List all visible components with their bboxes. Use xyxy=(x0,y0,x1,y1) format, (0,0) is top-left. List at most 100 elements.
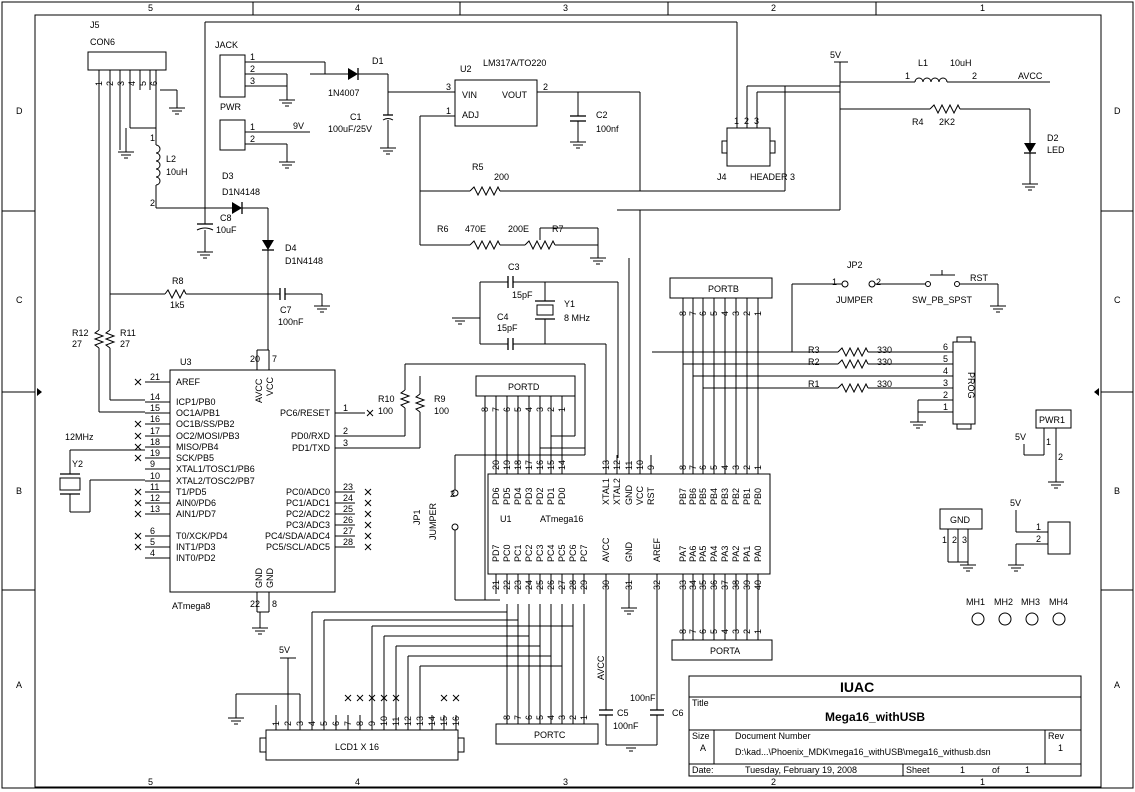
j5-value: CON6 xyxy=(90,37,115,47)
pin-num: 14 xyxy=(557,460,567,470)
pin-label: 10 xyxy=(150,471,160,481)
pin-name: PC4 xyxy=(546,544,556,562)
pin-label: PC2/ADC2 xyxy=(286,509,330,519)
c3-ref: C3 xyxy=(508,262,520,272)
pin-name: PA6 xyxy=(688,546,698,562)
wire xyxy=(366,409,374,417)
r3-ref: R3 xyxy=(808,345,820,355)
pin-num: 2 xyxy=(742,629,752,634)
wire xyxy=(356,694,364,702)
col-label: 5 xyxy=(148,3,153,13)
pin-num: 37 xyxy=(720,580,730,590)
pwr1-label: PWR1 xyxy=(1039,415,1065,425)
jp1-ref: JP1 xyxy=(412,509,422,525)
d4-ref: D4 xyxy=(285,243,297,253)
pin-num: 3 xyxy=(557,715,567,720)
mh1-label: MH1 xyxy=(966,597,985,607)
r5-value: 200 xyxy=(494,172,509,182)
r2-value: 330 xyxy=(877,357,892,367)
u1-ref: U1 xyxy=(500,514,512,524)
pin-num: 7 xyxy=(688,629,698,634)
drawing-title: Mega16_withUSB xyxy=(825,710,925,724)
pin-name: PA4 xyxy=(709,546,719,562)
portd-header xyxy=(475,375,576,397)
y2-ref: Y2 xyxy=(72,459,83,469)
svg-text:2: 2 xyxy=(972,71,977,81)
svg-text:1: 1 xyxy=(832,277,837,287)
c7-value: 100nF xyxy=(278,317,304,327)
pin-num: 28 xyxy=(568,580,578,590)
pin-num: 21 xyxy=(491,580,501,590)
pin-num: 15 xyxy=(439,716,449,726)
gnd-header-label: GND xyxy=(950,515,971,525)
ground-symbols xyxy=(118,99,1064,752)
r1-ref: R1 xyxy=(808,379,820,389)
pin-num: 7 xyxy=(688,465,698,470)
pin-name: PD1 xyxy=(546,487,556,505)
col-label: 1 xyxy=(980,3,985,13)
pin-num: 18 xyxy=(513,460,523,470)
pin-label: PC5/SCL/ADC5 xyxy=(266,542,330,552)
pin-num: 6 xyxy=(698,311,708,316)
wire xyxy=(134,510,142,518)
svg-text:2: 2 xyxy=(952,535,957,545)
sheet-label: Sheet xyxy=(906,765,930,775)
pin-name: GND xyxy=(624,485,634,506)
pin-label: XTAL2/TOSC2/PB7 xyxy=(176,476,255,486)
pin-name: PC0 xyxy=(502,544,512,562)
pin-num: 10 xyxy=(379,716,389,726)
svg-text:1: 1 xyxy=(250,52,255,62)
pin-label: 3 xyxy=(343,438,348,448)
c6-value: 100nF xyxy=(630,693,656,703)
pin-label: MISO/PB4 xyxy=(176,442,219,452)
pin-num: 1 xyxy=(579,715,589,720)
pin-label: 16 xyxy=(150,414,160,424)
pin-num: 4 xyxy=(307,721,317,726)
c4-value: 15pF xyxy=(497,323,518,333)
pin-label: 19 xyxy=(150,448,160,458)
aux-connector: 5V 12 xyxy=(1010,498,1071,565)
svg-text:2: 2 xyxy=(1058,452,1063,462)
l1-value: 10uH xyxy=(950,58,972,68)
r4-value: 2K2 xyxy=(939,117,955,127)
r11-ref: R11 xyxy=(120,328,136,338)
pin-num: 7 xyxy=(272,354,277,364)
wire xyxy=(364,488,372,496)
c6-ref: C6 xyxy=(672,708,684,718)
pin-num: 5 xyxy=(319,721,329,726)
jp2-ref: JP2 xyxy=(847,260,863,270)
pin-num: 38 xyxy=(731,580,741,590)
pin-label: 24 xyxy=(343,493,353,503)
pin-num: 3 xyxy=(295,721,305,726)
pin-label: 23 xyxy=(343,482,353,492)
wire xyxy=(364,521,372,529)
of-label: of xyxy=(992,765,1000,775)
bus-wires xyxy=(311,396,585,715)
wire xyxy=(134,454,142,462)
5v-label: 5V xyxy=(830,50,841,60)
jp1-jumper: JP1 JUMPER 2 xyxy=(412,454,585,601)
r12-value: 27 xyxy=(72,339,82,349)
portb-label: PORTB xyxy=(708,284,739,294)
pin-num: 3 xyxy=(731,629,741,634)
col-label: 4 xyxy=(355,777,360,787)
pin-num: 8 xyxy=(678,629,688,634)
pin-label: AREF xyxy=(176,377,201,387)
avcc-net-label: AVCC xyxy=(596,655,606,680)
lcd-wiring: 5V xyxy=(235,645,301,718)
u2-vout: VOUT xyxy=(502,90,528,100)
pin-name: PA2 xyxy=(731,546,741,562)
d1-ref: D1 xyxy=(372,56,384,66)
porta-label: PORTA xyxy=(710,646,740,656)
pwr1-connector: PWR1 5V 12 xyxy=(1015,409,1072,482)
title-block: IUAC Title Mega16_withUSB Size A Documen… xyxy=(688,675,1082,777)
pin-name: PB7 xyxy=(678,488,688,505)
pin-num: 7 xyxy=(688,311,698,316)
u2-adj: ADJ xyxy=(462,110,479,120)
pin-name: GND xyxy=(624,542,634,563)
pin-name: PB3 xyxy=(720,488,730,505)
pin-label: 12 xyxy=(150,493,160,503)
